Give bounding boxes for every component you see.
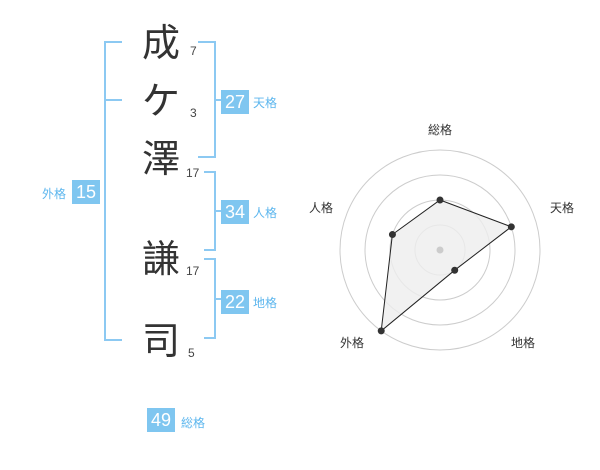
radar-center-dot — [436, 246, 444, 254]
name-char-2: ケ — [141, 79, 180, 123]
tenkaku-value: 27 — [221, 90, 250, 114]
radar-shape — [380, 199, 513, 333]
radar-ring-4 — [339, 149, 541, 351]
chikaku-value: 22 — [221, 290, 250, 314]
soukaku-value: 49 — [147, 408, 176, 432]
radar-point-4 — [377, 327, 385, 335]
radar-point-1 — [436, 196, 444, 204]
stroke-count-1: 7 — [190, 44, 197, 58]
radar-label-soukaku: 総格 — [428, 123, 453, 137]
radar-points — [377, 196, 515, 335]
stroke-count-5: 5 — [188, 346, 195, 360]
gaikaku-label: 外格 — [42, 187, 67, 201]
name-char-5: 司 — [141, 319, 180, 363]
radar-point-3 — [451, 266, 459, 274]
tenkaku-tick — [214, 99, 222, 101]
radar-point-2 — [507, 223, 515, 231]
radar-label-gaikaku: 外格 — [340, 336, 365, 350]
radar-ring-3 — [364, 174, 516, 326]
radar-label-chikaku: 地格 — [511, 336, 536, 350]
stroke-count-2: 3 — [190, 106, 197, 120]
radar-point-5 — [388, 231, 396, 239]
name-char-3: 澤 — [141, 137, 180, 181]
jinkaku-label: 人格 — [253, 206, 278, 220]
stroke-count-3: 17 — [186, 166, 200, 180]
jinkaku-value: 34 — [221, 200, 250, 224]
radar-label-jinkaku: 人格 — [309, 201, 334, 215]
name-char-4: 謙 — [141, 237, 180, 281]
chikaku-tick — [214, 298, 222, 300]
tenkaku-label: 天格 — [253, 96, 278, 110]
radar-label-tenkaku: 天格 — [550, 201, 575, 215]
chikaku-label: 地格 — [253, 296, 278, 310]
name-char-1: 成 — [141, 21, 180, 65]
gaikaku-value: 15 — [72, 180, 101, 204]
stroke-count-4: 17 — [186, 264, 200, 278]
gaikaku-inner-tick — [104, 99, 122, 101]
jinkaku-tick — [214, 210, 222, 212]
gaikaku-bracket — [104, 41, 122, 341]
soukaku-label: 総格 — [181, 416, 206, 430]
